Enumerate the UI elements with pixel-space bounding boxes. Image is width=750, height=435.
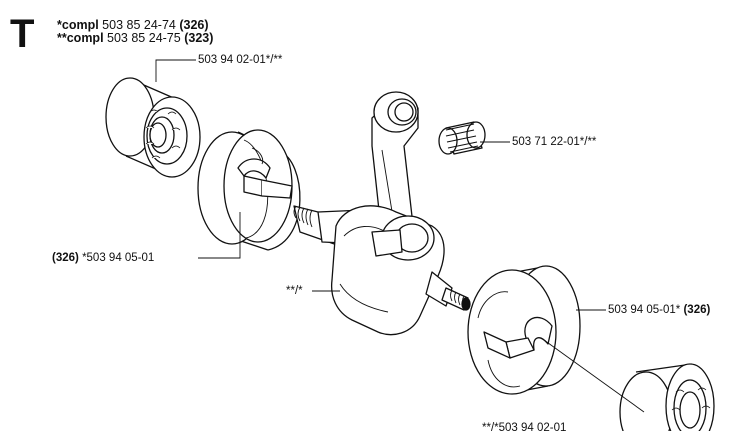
crank-half-right — [467, 265, 581, 395]
ball-bearing-right — [619, 363, 715, 431]
crankshaft — [293, 91, 471, 336]
kit-prefix: compl — [61, 18, 99, 32]
kit-model: (323) — [184, 31, 214, 45]
ball-bearing-left — [105, 77, 201, 178]
needle-bearing — [438, 121, 486, 155]
kit-model: (326) — [179, 18, 209, 32]
crank-half-left — [197, 129, 301, 251]
leader-left-half — [198, 212, 241, 259]
callout-number: 503 94 05-01* — [608, 304, 681, 316]
callout-model: (326) — [52, 252, 79, 264]
leader-bottom-bearing — [543, 339, 645, 413]
kit-stars: ** — [57, 31, 67, 45]
kit-stars: * — [57, 18, 62, 32]
callout-needle-bearing: 503 71 22-01*/** — [512, 136, 597, 148]
callout-right-half: 503 94 05-01* (326) — [608, 304, 710, 317]
kit-number: 503 85 24-75 — [107, 31, 181, 45]
callout-top-bearing: 503 94 02-01*/** — [198, 54, 283, 66]
callout-crankshaft: **/* — [286, 285, 303, 297]
kit-line-323: **compl 503 85 24-75 (323) — [57, 31, 213, 45]
leader-lines — [155, 59, 645, 413]
kit-prefix: compl — [66, 31, 104, 45]
leader-top-bearing — [155, 59, 196, 82]
kit-number: 503 85 24-74 — [102, 18, 176, 32]
callout-number: *503 94 05-01 — [82, 252, 155, 264]
callout-left-half: (326) *503 94 05-01 — [52, 252, 154, 265]
kit-line-326: *compl 503 85 24-74 (326) — [57, 18, 209, 32]
callout-model: (326) — [683, 304, 711, 316]
callout-bottom-bearing: **/*503 94 02-01 — [482, 422, 567, 434]
section-letter: T — [10, 12, 35, 56]
